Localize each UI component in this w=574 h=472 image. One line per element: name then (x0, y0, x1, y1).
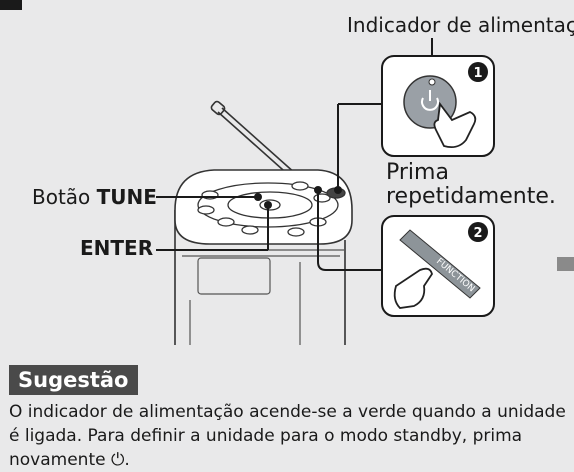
press-instruction: Prima repetidamente. (386, 161, 556, 209)
tune-button-label: Botão TUNE (32, 185, 157, 209)
press-line-2: repetidamente. (386, 184, 556, 209)
press-line-1: Prima (386, 160, 449, 185)
power-button-callout: 1 (381, 55, 495, 157)
page-marker (557, 257, 574, 271)
step-marker (0, 0, 22, 10)
tip-heading: Sugestão (9, 365, 138, 395)
function-button-callout: FUNCTION 2 (381, 215, 495, 317)
tip-text: O indicador de alimentação acende-se a v… (9, 402, 566, 470)
step-2-number: 2 (473, 226, 482, 241)
tune-name: TUNE (96, 185, 157, 209)
power-symbol-icon (421, 90, 439, 111)
device-illustration: 1 FUNCTION 2 (156, 38, 495, 345)
step-1-number: 1 (473, 66, 482, 81)
pressing-hand-icon (393, 267, 433, 309)
enter-label: ENTER (80, 236, 154, 260)
antenna (210, 100, 297, 179)
power-indicator-label: Indicador de alimentação (347, 13, 574, 37)
pressing-hand-icon (433, 101, 477, 149)
tune-prefix: Botão (32, 185, 97, 209)
